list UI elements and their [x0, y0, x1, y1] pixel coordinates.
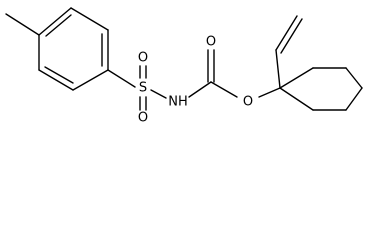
bond-cq-vinyl — [275, 49, 281, 89]
atom-oxygen-carbonyl: O — [206, 35, 216, 50]
bond-o-cq — [258, 87, 281, 98]
bond-ring-2 — [70, 7, 109, 31]
atom-oxygen-ester: O — [243, 95, 253, 110]
atom-oxygen-sulfonyl-bottom: O — [138, 111, 148, 126]
bond-nh-c — [188, 81, 212, 98]
bond-vinyl-double-b — [280, 18, 303, 54]
bond-ring-5 — [38, 69, 74, 91]
atom-sulfur: S — [139, 81, 147, 96]
bond-ring-4 — [72, 69, 109, 91]
atom-nh: NH — [168, 95, 188, 110]
atom-oxygen-sulfonyl-top: O — [138, 51, 148, 66]
bond-cy-3 — [345, 67, 363, 89]
bond-ring-5-inner — [44, 66, 74, 84]
bond-c-o-ester — [210, 81, 238, 98]
bond-cy-4 — [345, 87, 363, 111]
bond-vinyl-double-a — [275, 15, 298, 51]
bond-ring-sulfur — [107, 69, 136, 88]
bond-s-nh — [150, 89, 167, 99]
bond-ring-1-inner — [45, 14, 72, 37]
bonds — [5, 7, 363, 111]
bond-methyl — [5, 13, 40, 36]
bond-ring-1 — [38, 7, 72, 36]
structural-formula: S O O NH O O — [5, 7, 363, 126]
bond-cy-6 — [279, 87, 314, 111]
bond-cy-1 — [279, 67, 314, 89]
atom-labels: S O O NH O O — [138, 35, 253, 126]
